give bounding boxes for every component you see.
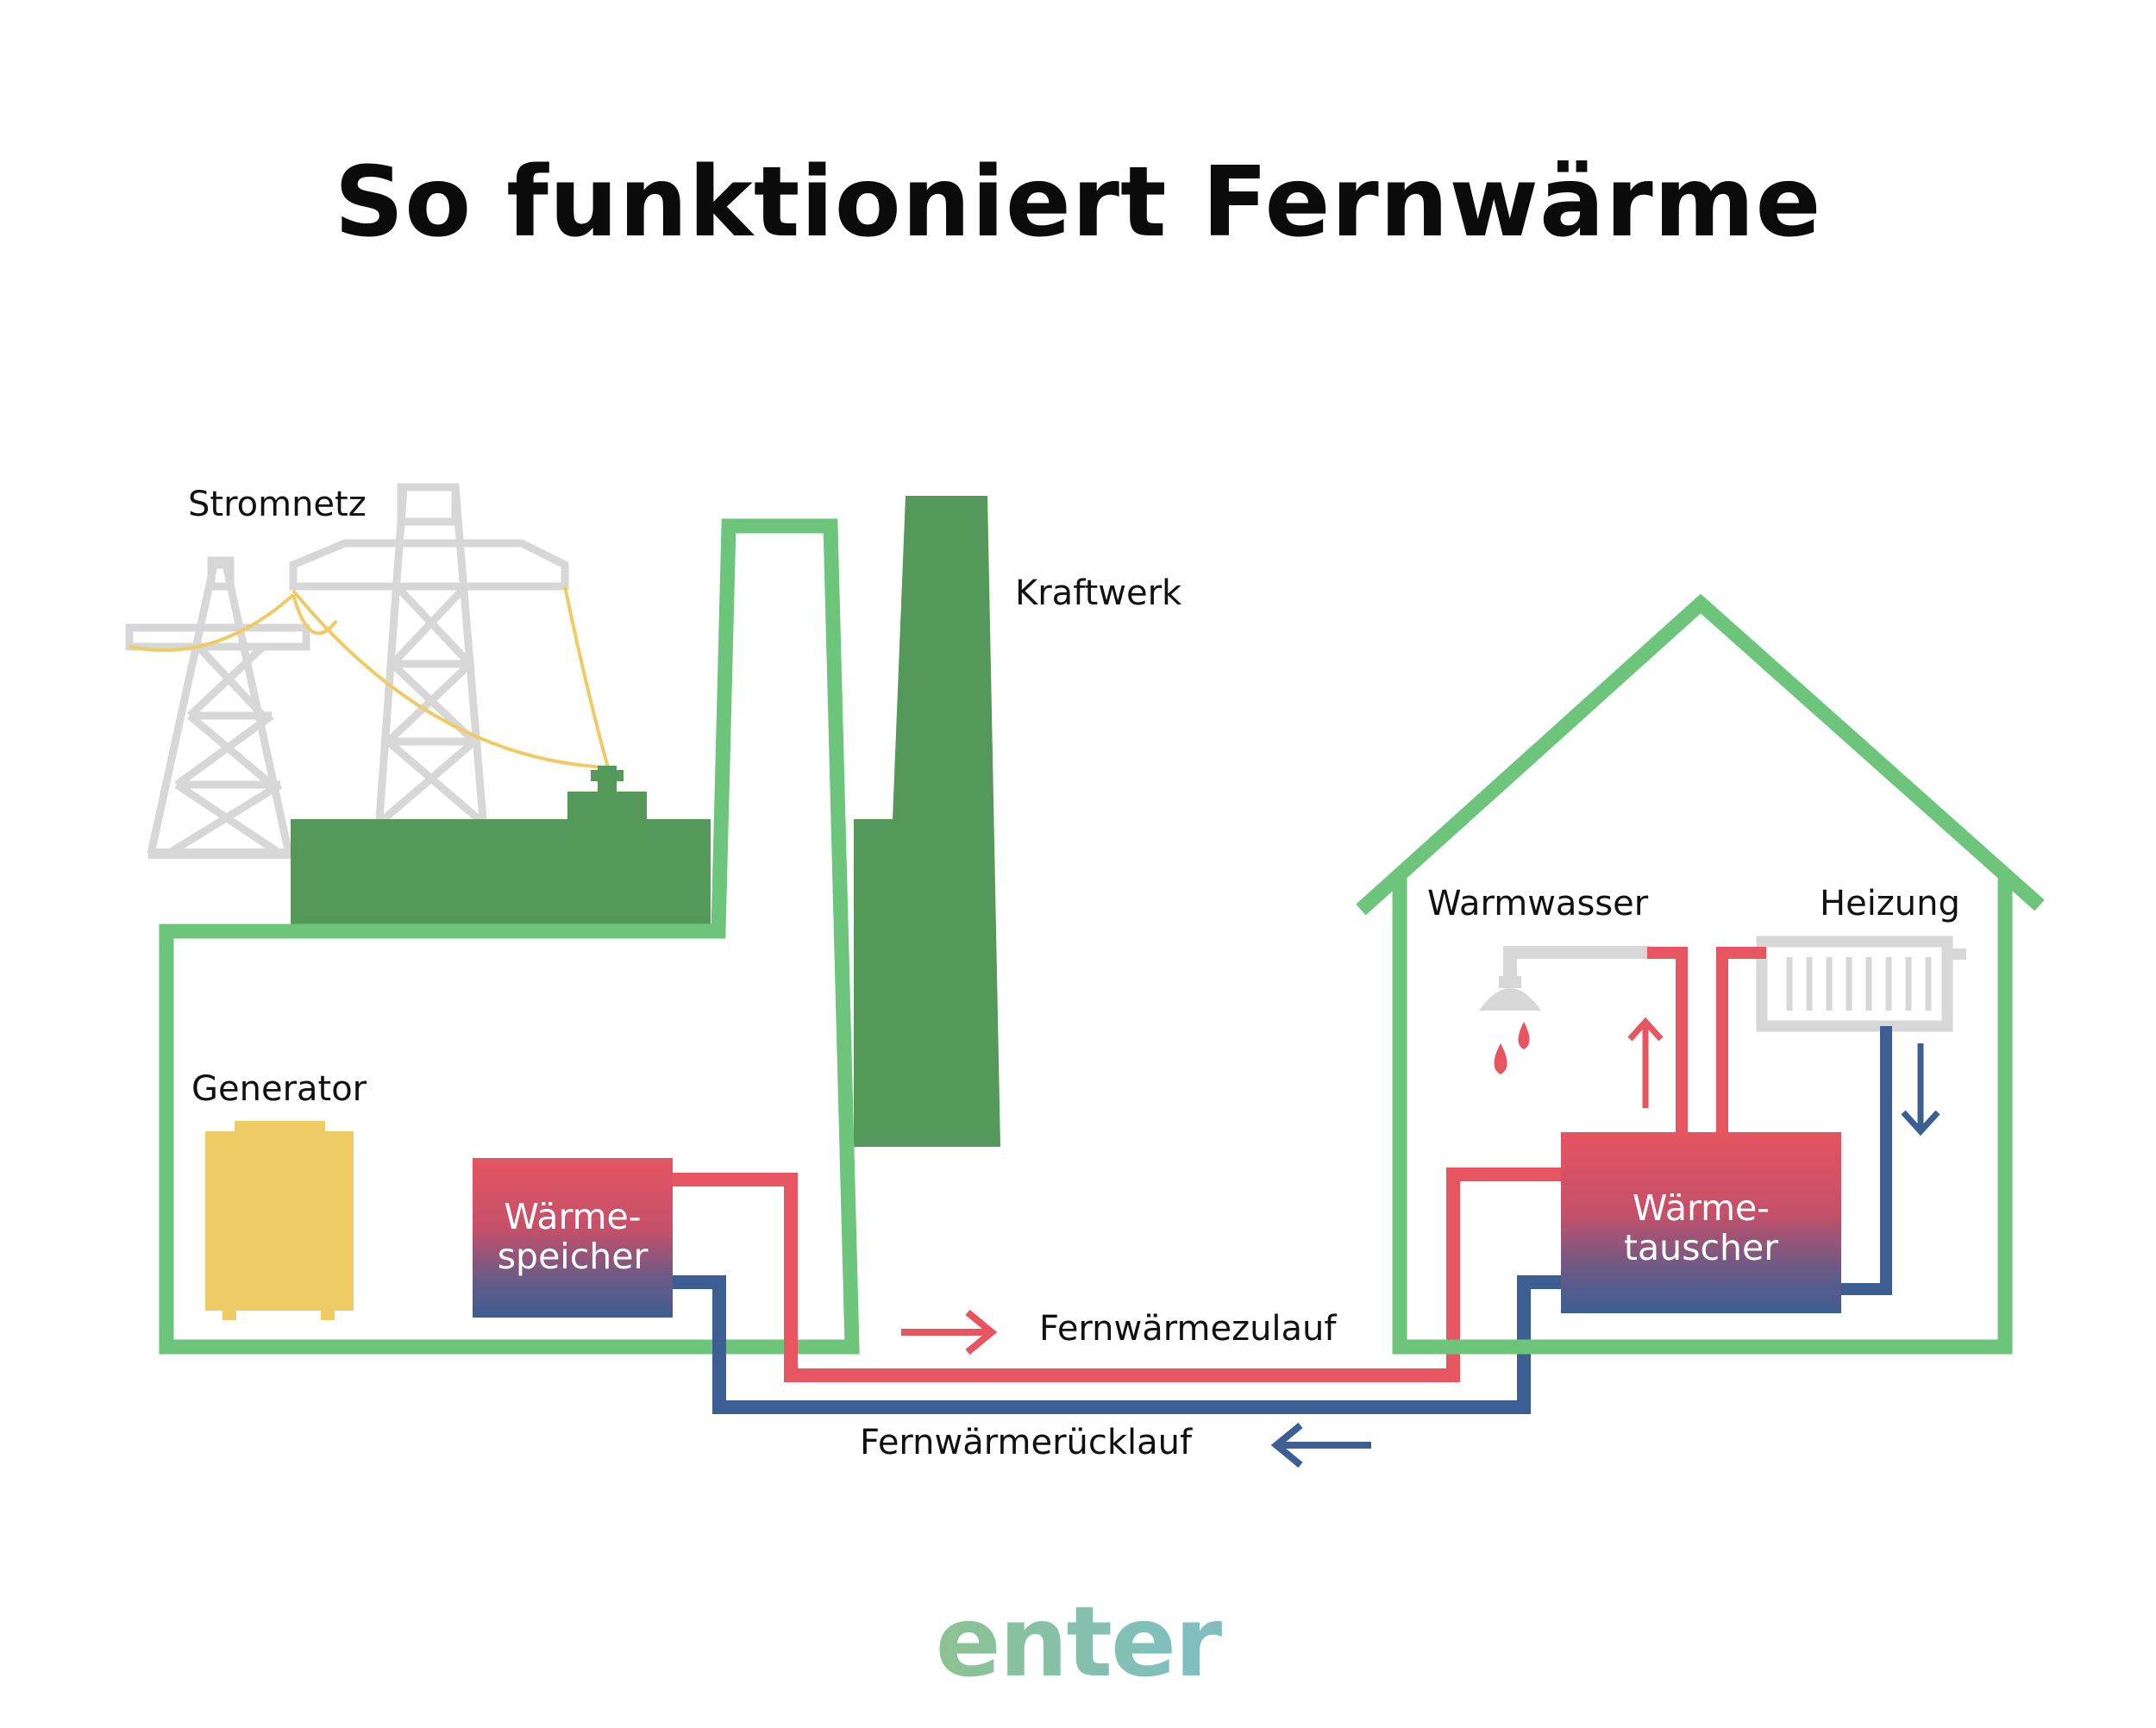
generator-icon (205, 1121, 354, 1320)
pylon-large-icon (289, 483, 569, 823)
down-arrow-icon (1901, 1043, 1940, 1136)
heat-storage-label-line1: Wärme- (504, 1196, 642, 1237)
label-heizung: Heizung (1820, 884, 1960, 923)
enter-logo: enter (0, 1587, 2156, 1699)
label-stromnetz: Stromnetz (188, 485, 367, 524)
up-arrow-icon (1627, 1017, 1664, 1108)
plant-outline (159, 518, 860, 1355)
page-title: So funktioniert Fernwärme (334, 147, 1822, 259)
heat-exchanger-label-line2: tauscher (1623, 1227, 1779, 1268)
return-arrow-icon (1270, 1422, 1371, 1468)
heat-storage-box (473, 1158, 673, 1318)
return-pipe (673, 1275, 1561, 1414)
radiator-icon (1756, 936, 1966, 1032)
house-walls (1392, 873, 2013, 1355)
plant-building-roof (291, 819, 711, 927)
power-plant (159, 496, 1000, 1355)
house-roof (1356, 593, 2045, 916)
water-drops-icon (1494, 1022, 1530, 1074)
shower-icon (1479, 946, 1650, 1011)
power-cables (128, 585, 610, 769)
pylon-small-icon (125, 556, 310, 857)
hot-water-pipe (1647, 947, 1688, 1134)
supply-pipe (673, 1168, 1561, 1382)
heating-return-pipe (1841, 1026, 1892, 1295)
dark-chimney (854, 496, 1000, 1147)
label-fernwaermezulauf: Fernwärmezulauf (1039, 1309, 1337, 1349)
label-kraftwerk: Kraftwerk (1015, 573, 1182, 613)
label-warmwasser: Warmwasser (1427, 884, 1649, 923)
label-fernwaermeruecklauf: Fernwärmerücklauf (860, 1423, 1193, 1462)
supply-arrow-icon (901, 1309, 998, 1355)
heating-supply-pipe (1716, 947, 1766, 1134)
heat-storage-label: Wärme- speicher (473, 1197, 673, 1276)
heat-exchanger-box (1561, 1132, 1841, 1313)
plant-transformer (567, 792, 647, 823)
heat-storage-label-line2: speicher (497, 1236, 649, 1277)
heat-exchanger-label-line1: Wärme- (1632, 1187, 1771, 1229)
heat-exchanger-label: Wärme- tauscher (1561, 1188, 1841, 1268)
label-generator: Generator (191, 1069, 367, 1109)
